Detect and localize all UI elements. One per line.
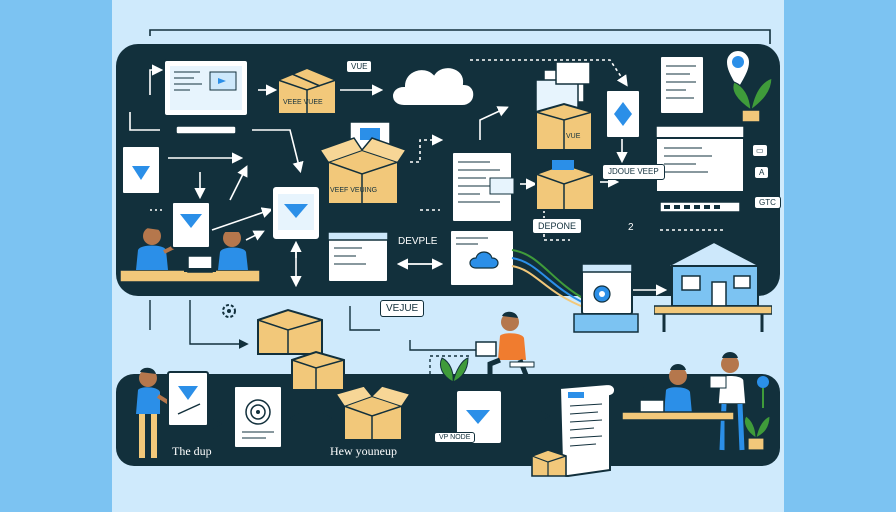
presenter-illustration <box>136 367 209 458</box>
side-label-a: A <box>754 166 770 179</box>
fingerprint-document-icon <box>233 385 283 449</box>
side-badge-top: ▭ <box>752 144 768 157</box>
caption-left: The dup <box>172 444 212 458</box>
box-label: VEEE VUEE <box>283 99 323 106</box>
open-package-icon <box>334 385 412 441</box>
document-icon <box>121 145 161 195</box>
cable-lines <box>511 249 587 309</box>
side-label-gtc: GTC <box>754 196 781 209</box>
gear-icon <box>222 304 236 318</box>
document-icon <box>605 89 641 139</box>
plant-icon <box>439 357 469 383</box>
server-screen-icon <box>573 263 639 333</box>
flower-icon <box>757 376 769 408</box>
package-icon <box>531 449 567 477</box>
checklist-document-icon <box>659 55 705 115</box>
code-document-icon <box>451 151 515 223</box>
devple-label: DEVPLE <box>398 236 438 247</box>
vejue-tag: VEJUE <box>380 300 425 317</box>
box-label-small: VUE <box>566 133 581 140</box>
tablet-icon <box>271 185 321 241</box>
document-stack-icon: VUE <box>535 62 593 151</box>
caption-center: Hew youneup <box>330 444 397 458</box>
package-icon: VEEE VUEE <box>277 66 337 115</box>
cloud-screen-icon <box>449 229 515 287</box>
monitor-icon <box>163 59 249 135</box>
step-number: 2 <box>628 222 634 233</box>
desktop-computer-icon <box>655 125 745 213</box>
map-pin-icon <box>724 49 752 92</box>
scroll-document-icon <box>556 382 616 478</box>
plant-icon <box>732 77 773 123</box>
team-at-desk-illustration <box>119 223 261 283</box>
box-label: VEEF VEUING <box>330 187 377 194</box>
document-icon <box>171 201 211 249</box>
package-icon <box>535 160 595 211</box>
vp-node-tag: VP NODE <box>434 432 476 443</box>
cloud-icon <box>391 66 476 107</box>
deploy-tag: DEPONE <box>532 218 583 234</box>
package-stack-icon <box>257 308 345 391</box>
person-with-laptop-illustration <box>475 311 535 386</box>
exclaim-mark: ! <box>642 382 645 393</box>
open-package-icon: VEEF VEUING <box>320 121 406 205</box>
tablet-icon <box>455 389 503 445</box>
team-at-desk-illustration: ! <box>621 352 747 460</box>
left-margin-panel <box>0 0 112 512</box>
right-margin-panel <box>784 0 896 512</box>
plant-icon <box>743 415 771 451</box>
vue-tag: VUE <box>346 60 373 73</box>
browser-window-icon <box>327 231 389 283</box>
house-icon <box>654 240 772 332</box>
side-note: JDOUE VEEP <box>602 164 665 180</box>
